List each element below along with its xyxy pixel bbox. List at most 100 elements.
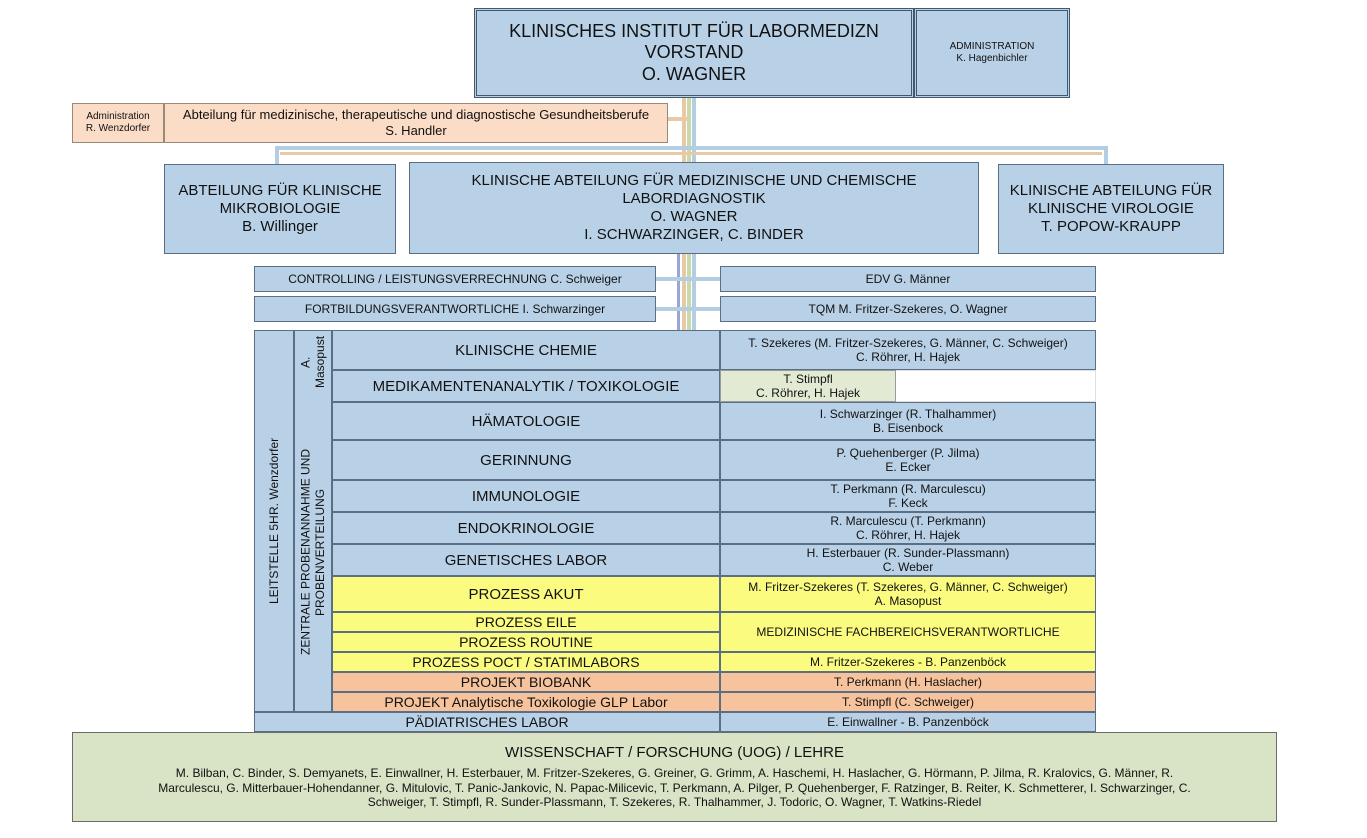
project-glp-resp-label: T. Stimpfl (C. Schweiger) [841,694,975,709]
project-glp: PROJEKT Analytische Toxikologie GLP Labo… [332,692,720,712]
paediatric-lab: PÄDIATRISCHES LABOR [254,712,720,732]
lab-resp-medikamentenanalytik: T. Stimpfl C. Röhrer, H. Hajek [720,370,896,402]
tqm-label: TQM M. Fritzer-Szekeres, O. Wagner [808,301,1008,316]
lab-name: MEDIKAMENTENANALYTIK / TOXIKOLOGIE [372,377,680,395]
lab-row-genetisches-labor: GENETISCHES LABOR [332,544,720,576]
administration-person: K. Hagenbichler [956,53,1028,64]
lab-resp-line2: E. Ecker [885,460,931,474]
lab-resp-endokrinologie: R. Marculescu (T. Perkmann) C. Röhrer, H… [720,512,1096,544]
lab-resp-line2: C. Weber [882,560,934,574]
lab-row-klinische-chemie: KLINISCHE CHEMIE [332,330,720,370]
lab-resp-line1: T. Szekeres (M. Fritzer-Szekeres, G. Män… [748,335,1068,350]
fortbildung-label: FORTBILDUNGSVERANTWORTLICHE I. Schwarzin… [304,301,606,316]
connector-depts-blue [275,146,1108,150]
zentrale-label: ZENTRALE PROBENANNAHME UND PROBENVERTEIL… [298,449,327,656]
process-akut-label: PROZESS AKUT [468,585,584,603]
process-akut-resp: M. Fritzer-Szekeres (T. Szekeres, G. Män… [720,576,1096,612]
dept-central-deputies: I. SCHWARZINGER, C. BINDER [584,226,804,243]
zentrale-person: A. Masopust [298,336,327,389]
research-members-line1: M. Bilban, C. Binder, S. Demyanets, E. E… [175,766,1174,781]
process-poct-resp-label: M. Fritzer-Szekeres - B. Panzenböck [809,654,1007,669]
dept-central-line2: LABORDIAGNOSTIK [622,190,766,207]
lab-resp-haematologie: I. Schwarzinger (R. Thalhammer) B. Eisen… [720,402,1096,440]
connector-staff-2 [656,307,722,311]
lab-row-endokrinologie: ENDOKRINOLOGIE [332,512,720,544]
administration-box: ADMINISTRATION K. Hagenbichler [914,8,1070,98]
leitstelle-label: LEITSTELLE 5H [266,515,281,604]
lab-name: KLINISCHE CHEMIE [455,341,597,359]
project-biobank-label: PROJEKT BIOBANK [460,674,592,690]
project-biobank-resp: T. Perkmann (H. Haslacher) [720,672,1096,692]
process-poct-resp: M. Fritzer-Szekeres - B. Panzenböck [720,652,1096,672]
institute-head-box: KLINISCHES INSTITUT FÜR LABORMEDIZN VORS… [474,8,914,98]
institute-head: O. WAGNER [641,63,747,84]
process-akut: PROZESS AKUT [332,576,720,612]
lab-name: GENETISCHES LABOR [444,551,608,569]
left-admin-label: Administration [86,111,150,122]
lab-row-immunologie: IMMUNOLOGIE [332,480,720,512]
lab-resp-line1: I. Schwarzinger (R. Thalhammer) [819,406,997,421]
dept-central: KLINISCHE ABTEILUNG FÜR MEDIZINISCHE UND… [409,162,979,254]
connector-viro [1104,146,1108,164]
connector-main-4 [677,254,680,330]
left-admin-person: R. Wenzdorfer [85,123,151,134]
dept-virology-line1: KLINISCHE ABTEILUNG FÜR [1009,182,1213,199]
institute-subtitle: VORSTAND [644,42,744,63]
process-eile: PROZESS EILE [332,612,720,632]
lab-resp-genetisches-labor: H. Esterbauer (R. Sunder-Plassmann) C. W… [720,544,1096,576]
controlling-box: CONTROLLING / LEISTUNGSVERRECHNUNG C. Sc… [254,266,656,292]
research-box: WISSENSCHAFT / FORSCHUNG (UOG) / LEHRE M… [72,732,1277,822]
lab-row-medikamentenanalytik: MEDIKAMENTENANALYTIK / TOXIKOLOGIE [332,370,720,402]
process-akut-resp-line2: A. Masopust [874,594,942,608]
institute-title: KLINISCHES INSTITUT FÜR LABORMEDIZN [509,20,879,41]
lab-resp-line2: C. Röhrer, H. Hajek [755,386,861,400]
dept-virology-line2: KLINISCHE VIROLOGIE [1028,200,1194,217]
dept-microbiology-line2: MIKROBIOLOGIE [219,200,341,217]
lab-resp-line1: P. Quehenberger (P. Jilma) [836,445,980,460]
dept-virology: KLINISCHE ABTEILUNG FÜR KLINISCHE VIROLO… [998,164,1224,254]
process-poct-label: PROZESS POCT / STATIMLABORS [412,654,640,670]
dept-virology-head: T. POPOW-KRAUPP [1041,218,1181,235]
lab-resp-line1: H. Esterbauer (R. Sunder-Plassmann) [806,545,1010,560]
project-glp-resp: T. Stimpfl (C. Schweiger) [720,692,1096,712]
lab-name: HÄMATOLOGIE [471,412,581,430]
edv-label: EDV G. Männer [865,271,951,286]
dept-microbiology-head: B. Willinger [242,218,318,235]
dept-central-line1: KLINISCHE ABTEILUNG FÜR MEDIZINISCHE UND… [471,172,917,189]
health-professions-head: S. Handler [385,123,447,138]
leitstelle-person: R. Wenzdorfer [266,438,281,516]
lab-resp-line2: C. Röhrer, H. Hajek [855,350,961,364]
lab-resp-klinische-chemie: T. Szekeres (M. Fritzer-Szekeres, G. Män… [720,330,1096,370]
lab-name: GERINNUNG [480,451,572,469]
connector-micro [275,146,279,164]
dept-microbiology: ABTEILUNG FÜR KLINISCHE MIKROBIOLOGIE B.… [164,164,396,254]
dept-microbiology-line1: ABTEILUNG FÜR KLINISCHE [178,182,382,199]
project-biobank-resp-label: T. Perkmann (H. Haslacher) [833,674,983,689]
lab-row-haematologie: HÄMATOLOGIE [332,402,720,440]
controlling-label: CONTROLLING / LEISTUNGSVERRECHNUNG C. Sc… [288,271,622,286]
edv-box: EDV G. Männer [720,266,1096,292]
process-routine-label: PROZESS ROUTINE [459,634,593,650]
connector-health [668,117,688,121]
dept-central-head: O. WAGNER [650,208,738,225]
lab-resp-line2: B. Eisenbock [872,421,944,435]
left-admin-box: Administration R. Wenzdorfer [72,103,164,143]
lab-resp-immunologie: T. Perkmann (R. Marculescu) F. Keck [720,480,1096,512]
lab-resp-line1: R. Marculescu (T. Perkmann) [830,513,986,528]
administration-label: ADMINISTRATION [949,41,1035,52]
connector-depts-peach [280,152,1102,155]
paediatric-lab-label: PÄDIATRISCHES LABOR [405,714,569,730]
process-poct: PROZESS POCT / STATIMLABORS [332,652,720,672]
leitstelle-column: LEITSTELLE 5H R. Wenzdorfer [254,330,294,712]
process-eile-routine-resp: MEDIZINISCHE FACHBEREICHSVERANTWORTLICHE [720,612,1096,652]
tqm-box: TQM M. Fritzer-Szekeres, O. Wagner [720,296,1096,322]
lab-resp-line2: C. Röhrer, H. Hajek [855,528,961,542]
paediatric-lab-resp: E. Einwallner - B. Panzenböck [720,712,1096,732]
lab-name: ENDOKRINOLOGIE [457,519,595,537]
research-title: WISSENSCHAFT / FORSCHUNG (UOG) / LEHRE [505,744,844,762]
process-akut-resp-line1: M. Fritzer-Szekeres (T. Szekeres, G. Män… [748,579,1068,594]
lab-resp-line1: T. Perkmann (R. Marculescu) [830,481,986,496]
lab-resp-line2: F. Keck [888,496,928,510]
process-eile-label: PROZESS EILE [475,614,577,630]
lab-row-gerinnung: GERINNUNG [332,440,720,480]
